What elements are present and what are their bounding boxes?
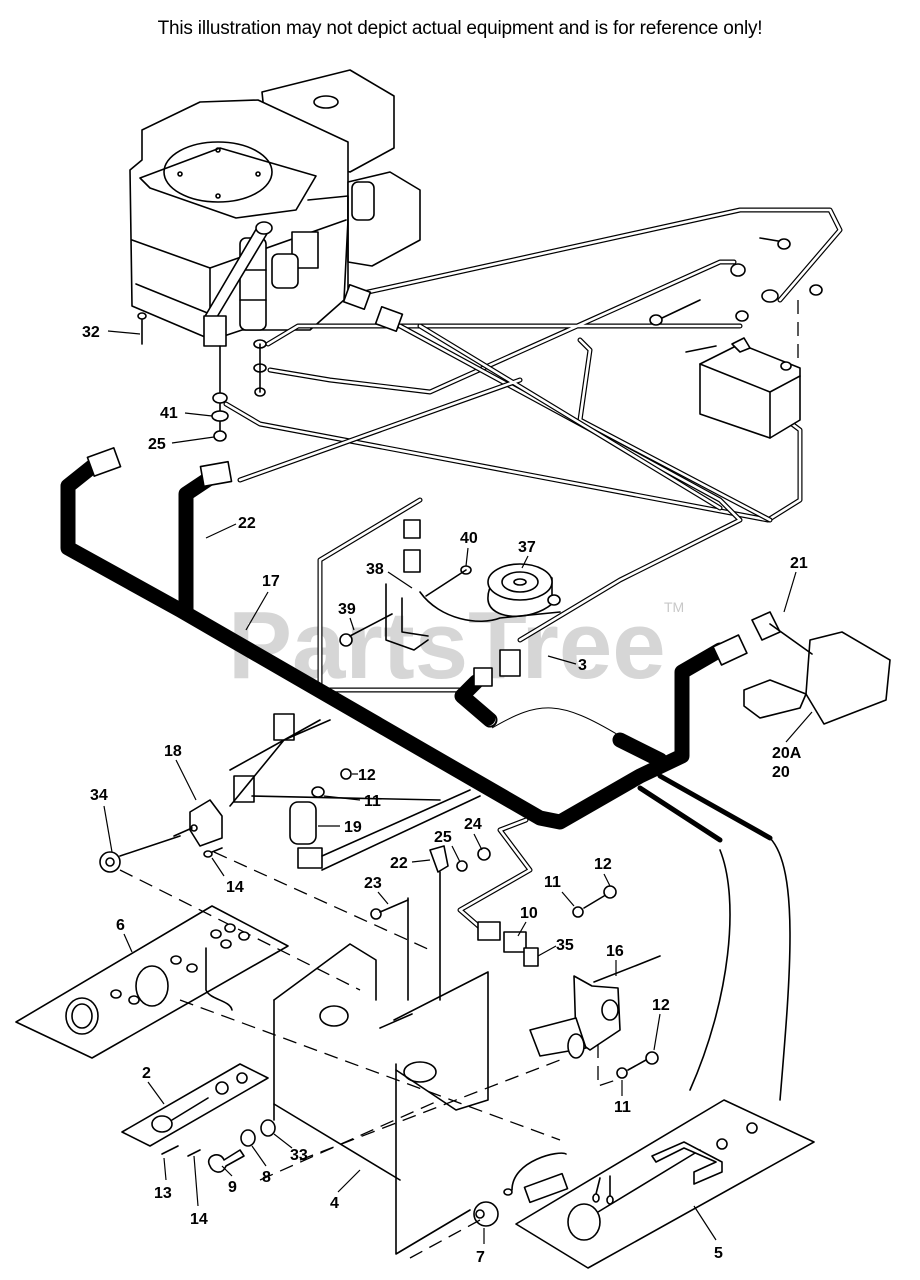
callout-12: 12 — [594, 856, 612, 873]
callout-14: 14 — [226, 879, 244, 896]
callout-38: 38 — [366, 561, 384, 578]
callout-11: 11 — [614, 1099, 631, 1116]
callout-8: 8 — [262, 1169, 271, 1186]
callout-17: 17 — [262, 573, 280, 590]
engine-connectors — [342, 283, 404, 333]
connector-10 — [457, 817, 617, 967]
pto-clutch — [339, 519, 561, 651]
disclaimer-text: This illustration may not depict actual … — [157, 18, 763, 39]
callouts: 32 41 25 22 17 38 40 37 39 3 21 20A 20 1… — [82, 324, 813, 1266]
callout-21: 21 — [790, 555, 808, 572]
battery — [649, 237, 823, 439]
callout-34: 34 — [90, 787, 108, 804]
light-switch-panel — [15, 905, 289, 1059]
watermark-trademark: TM — [664, 599, 684, 615]
callout-32: 32 — [82, 324, 100, 341]
throttle-panel — [515, 1099, 815, 1269]
callout-19: 19 — [344, 819, 362, 836]
callout-22: 22 — [238, 515, 256, 532]
callout-3: 3 — [578, 657, 587, 674]
dash-panel — [179, 943, 561, 1255]
callout-14: 14 — [190, 1211, 208, 1228]
battery-cables — [223, 207, 843, 693]
callout-39: 39 — [338, 601, 356, 618]
callout-9: 9 — [228, 1179, 237, 1196]
callout-41: 41 — [160, 405, 178, 422]
callout-6: 6 — [116, 917, 125, 934]
callout-18: 18 — [164, 743, 182, 760]
clamp-hardware — [370, 845, 491, 1001]
callout-20: 20 — [772, 764, 790, 781]
callout-35: 35 — [556, 937, 574, 954]
callout-16: 16 — [606, 943, 624, 960]
callout-13: 13 — [154, 1185, 172, 1202]
callout-2: 2 — [142, 1065, 151, 1082]
throttle-lever — [529, 955, 661, 1087]
callout-33: 33 — [290, 1147, 308, 1164]
ignition-switch — [409, 1152, 614, 1259]
callout-25: 25 — [148, 436, 166, 453]
choke-panel — [121, 1063, 276, 1173]
callout-10: 10 — [520, 905, 538, 922]
callout-25: 25 — [434, 829, 452, 846]
wire-harness — [60, 447, 791, 1101]
callout-7: 7 — [476, 1249, 485, 1266]
callout-4: 4 — [330, 1195, 339, 1212]
callout-11: 11 — [364, 793, 381, 810]
key-switch-assembly — [99, 713, 481, 991]
callout-40: 40 — [460, 530, 478, 547]
callout-5: 5 — [714, 1245, 723, 1262]
callout-11: 11 — [544, 874, 561, 891]
callout-12: 12 — [652, 997, 670, 1014]
callout-12: 12 — [358, 767, 376, 784]
engine — [129, 69, 421, 347]
callout-24: 24 — [464, 816, 482, 833]
callout-22: 22 — [390, 855, 408, 872]
callout-20A: 20A — [772, 745, 802, 762]
callout-23: 23 — [364, 875, 382, 892]
seat-switch — [743, 611, 891, 725]
callout-37: 37 — [518, 539, 536, 556]
